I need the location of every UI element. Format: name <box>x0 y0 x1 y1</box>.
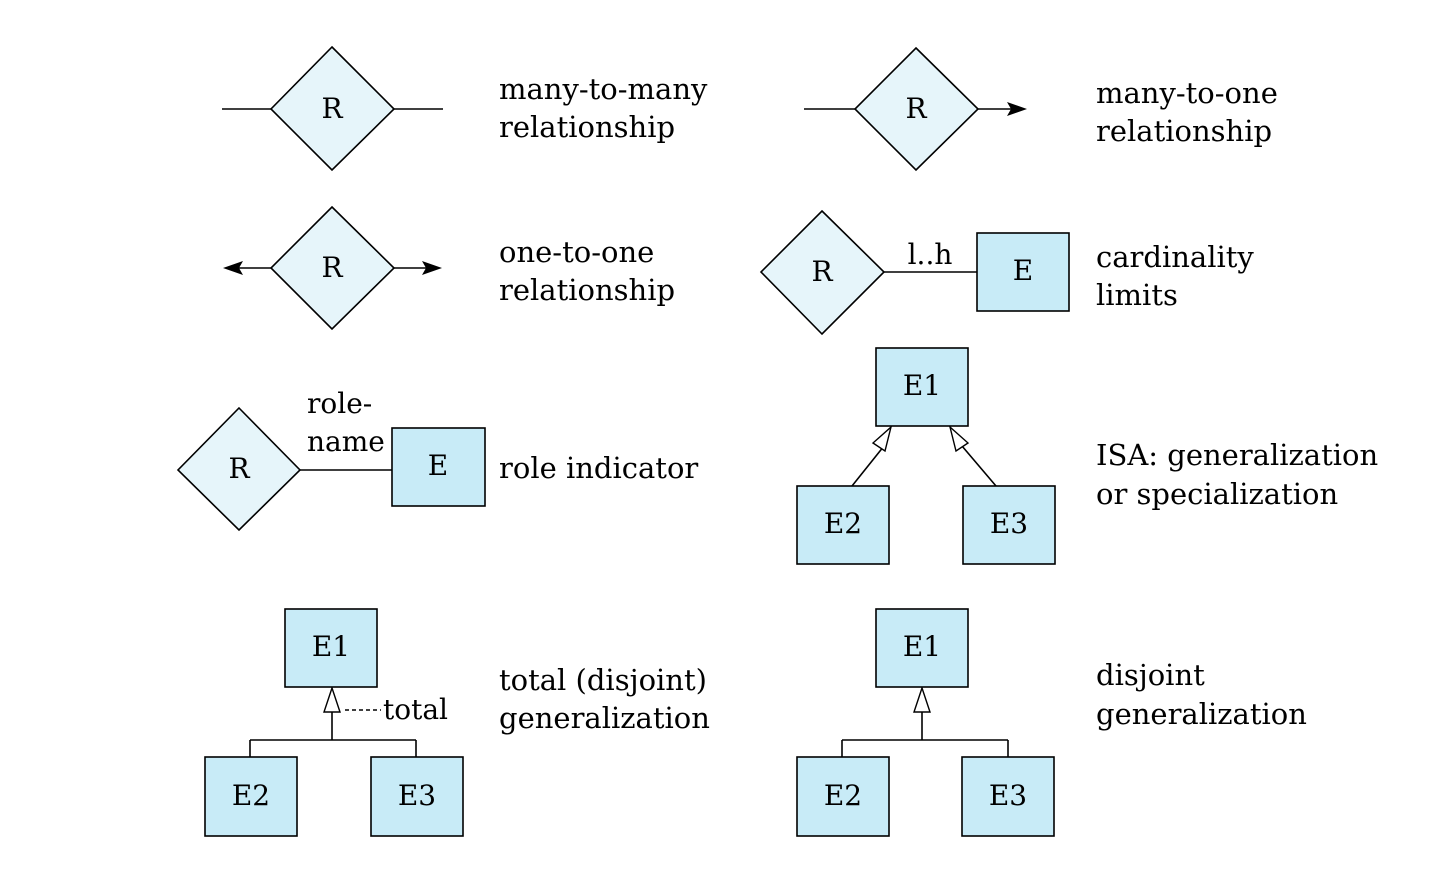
caption-isa-line1: ISA: generalization <box>1096 438 1378 472</box>
relationship-label: R <box>321 251 343 284</box>
superclass-entity-box <box>875 608 969 688</box>
caption-many-to-many-line2: relationship <box>499 110 675 144</box>
entity-label: E2 <box>232 779 270 812</box>
right-arrowhead-icon <box>422 261 442 275</box>
entity-label: E1 <box>903 630 941 663</box>
caption-many-to-one-line2: relationship <box>1096 114 1272 148</box>
triangle-arrowhead-icon <box>871 424 893 453</box>
entity-label: E2 <box>824 779 862 812</box>
entity-label: E <box>1013 254 1033 287</box>
role-name-line1: role- <box>307 387 372 420</box>
total-label: total <box>383 693 448 726</box>
relationship-diamond <box>176 406 302 532</box>
entity-label: E1 <box>312 630 350 663</box>
relationship-diamond <box>269 205 396 331</box>
cardinality-label: l..h <box>908 238 953 271</box>
one-to-one-symbol: R <box>223 205 442 331</box>
isa-line-left <box>851 445 885 487</box>
entity-label: E3 <box>989 779 1027 812</box>
caption-many-to-many-line1: many-to-many <box>499 72 708 106</box>
subclass-entity-box <box>962 485 1056 565</box>
relationship-diamond <box>269 45 396 172</box>
relationship-label: R <box>811 255 833 288</box>
isa-line-right <box>961 445 997 487</box>
subclass-entity-box <box>796 485 890 565</box>
arrowhead-icon <box>1007 102 1027 116</box>
subclass-entity-box <box>204 756 298 837</box>
left-arrowhead-icon <box>223 261 243 275</box>
subclass-entity-box <box>796 756 890 837</box>
caption-cardinality-line1: cardinality <box>1096 240 1254 274</box>
relationship-diamond <box>853 46 980 172</box>
relationship-diamond <box>759 209 886 336</box>
entity-label: E3 <box>398 779 436 812</box>
entity-box <box>391 427 486 507</box>
many-to-many-symbol: R <box>222 45 443 172</box>
entity-label: E1 <box>903 369 941 402</box>
caption-role-indicator: role indicator <box>499 451 698 485</box>
relationship-label: R <box>321 92 343 125</box>
cardinality-limits-symbol: R l..h E <box>759 209 1070 336</box>
caption-cardinality-line2: limits <box>1096 278 1178 312</box>
entity-label: E3 <box>990 507 1028 540</box>
entity-label: E <box>428 449 448 482</box>
total-generalization-symbol: total E1 E2 E3 <box>204 608 464 837</box>
caption-disjoint-line1: disjoint <box>1096 658 1205 692</box>
superclass-entity-box <box>284 608 378 688</box>
caption-disjoint-line2: generalization <box>1096 697 1307 731</box>
triangle-arrowhead-icon <box>948 424 970 453</box>
isa-symbol: E1 E2 E3 <box>796 347 1056 565</box>
entity-box <box>976 232 1070 312</box>
triangle-arrowhead-icon <box>913 685 931 713</box>
many-to-one-symbol: R <box>804 46 1027 172</box>
caption-one-to-one-line1: one-to-one <box>499 235 654 269</box>
caption-one-to-one-line2: relationship <box>499 273 675 307</box>
subclass-entity-box <box>370 756 464 837</box>
relationship-label: R <box>228 452 250 485</box>
entity-label: E2 <box>824 507 862 540</box>
role-name-line2: name <box>307 425 385 458</box>
relationship-label: R <box>905 92 927 125</box>
role-indicator-symbol: R role- name E <box>176 387 486 532</box>
superclass-entity-box <box>875 347 969 427</box>
caption-total-line2: generalization <box>499 701 710 735</box>
caption-isa-line2: or specialization <box>1096 477 1338 511</box>
disjoint-generalization-symbol: E1 E2 E3 <box>796 608 1055 837</box>
triangle-arrowhead-icon <box>323 685 341 713</box>
subclass-entity-box <box>961 756 1055 837</box>
caption-many-to-one-line1: many-to-one <box>1096 76 1278 110</box>
caption-total-line1: total (disjoint) <box>499 663 707 697</box>
